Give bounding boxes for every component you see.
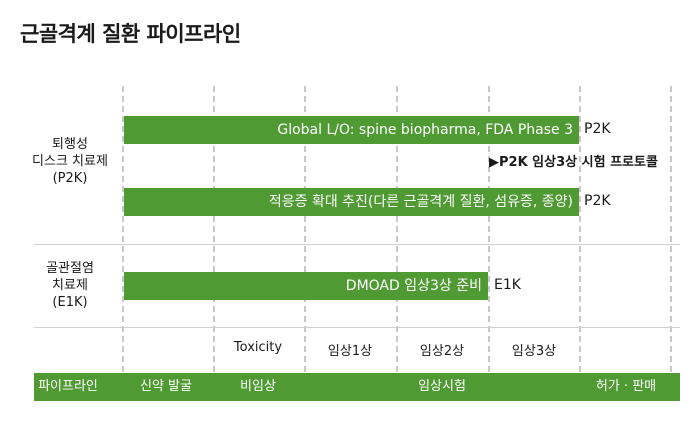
column-guide xyxy=(213,86,215,372)
row-label-e1k: 골관절염 치료제 (E1K) xyxy=(14,260,126,311)
page-title: 근골격계 질환 파이프라인 xyxy=(20,22,241,46)
bar-note: ▶P2K 임상3상 시험 프로토콜 xyxy=(489,155,658,170)
phase-bar xyxy=(34,373,680,401)
bar-code-label: P2K xyxy=(584,121,611,137)
phase-label-pipeline: 파이프라인 xyxy=(38,379,98,394)
column-guide xyxy=(396,86,398,372)
column-guide xyxy=(122,86,124,372)
phase-label-approval: 허가 · 판매 xyxy=(595,379,657,394)
stage-label-toxicity: Toxicity xyxy=(233,340,283,355)
column-guide xyxy=(579,86,581,372)
phase-label-discovery: 신약 발굴 xyxy=(140,379,192,394)
phase-label-preclinical: 비임상 xyxy=(240,379,276,394)
pipeline-bar: DMOAD 임상3상 준비 xyxy=(124,272,488,300)
stage-label-phase1: 임상1상 xyxy=(327,344,373,359)
row-label-line: 치료제 xyxy=(52,278,88,293)
row-label-line: 퇴행성 xyxy=(52,137,88,152)
pipeline-bar: Global L/O: spine biopharma, FDA Phase 3 xyxy=(124,116,579,144)
column-guide xyxy=(670,86,672,372)
column-guide xyxy=(304,86,306,372)
row-label-line: (E1K) xyxy=(52,295,88,310)
bar-code-label: P2K xyxy=(584,193,611,209)
stage-label-phase2: 임상2상 xyxy=(419,344,465,359)
row-separator xyxy=(34,327,680,328)
pipeline-bar: 적응증 확대 추진(다른 근골격계 질환, 섬유증, 종양) xyxy=(124,188,579,216)
stage-label-phase3: 임상3상 xyxy=(511,344,557,359)
column-guide xyxy=(488,86,490,372)
row-label-line: (P2K) xyxy=(52,171,88,186)
row-separator xyxy=(34,244,680,245)
row-label-line: 골관절염 xyxy=(46,261,94,276)
phase-label-clinical: 임상시험 xyxy=(418,379,466,394)
row-label-p2k: 퇴행성 디스크 치료제 (P2K) xyxy=(14,136,126,187)
bar-code-label: E1K xyxy=(494,277,521,293)
row-label-line: 디스크 치료제 xyxy=(32,154,108,169)
